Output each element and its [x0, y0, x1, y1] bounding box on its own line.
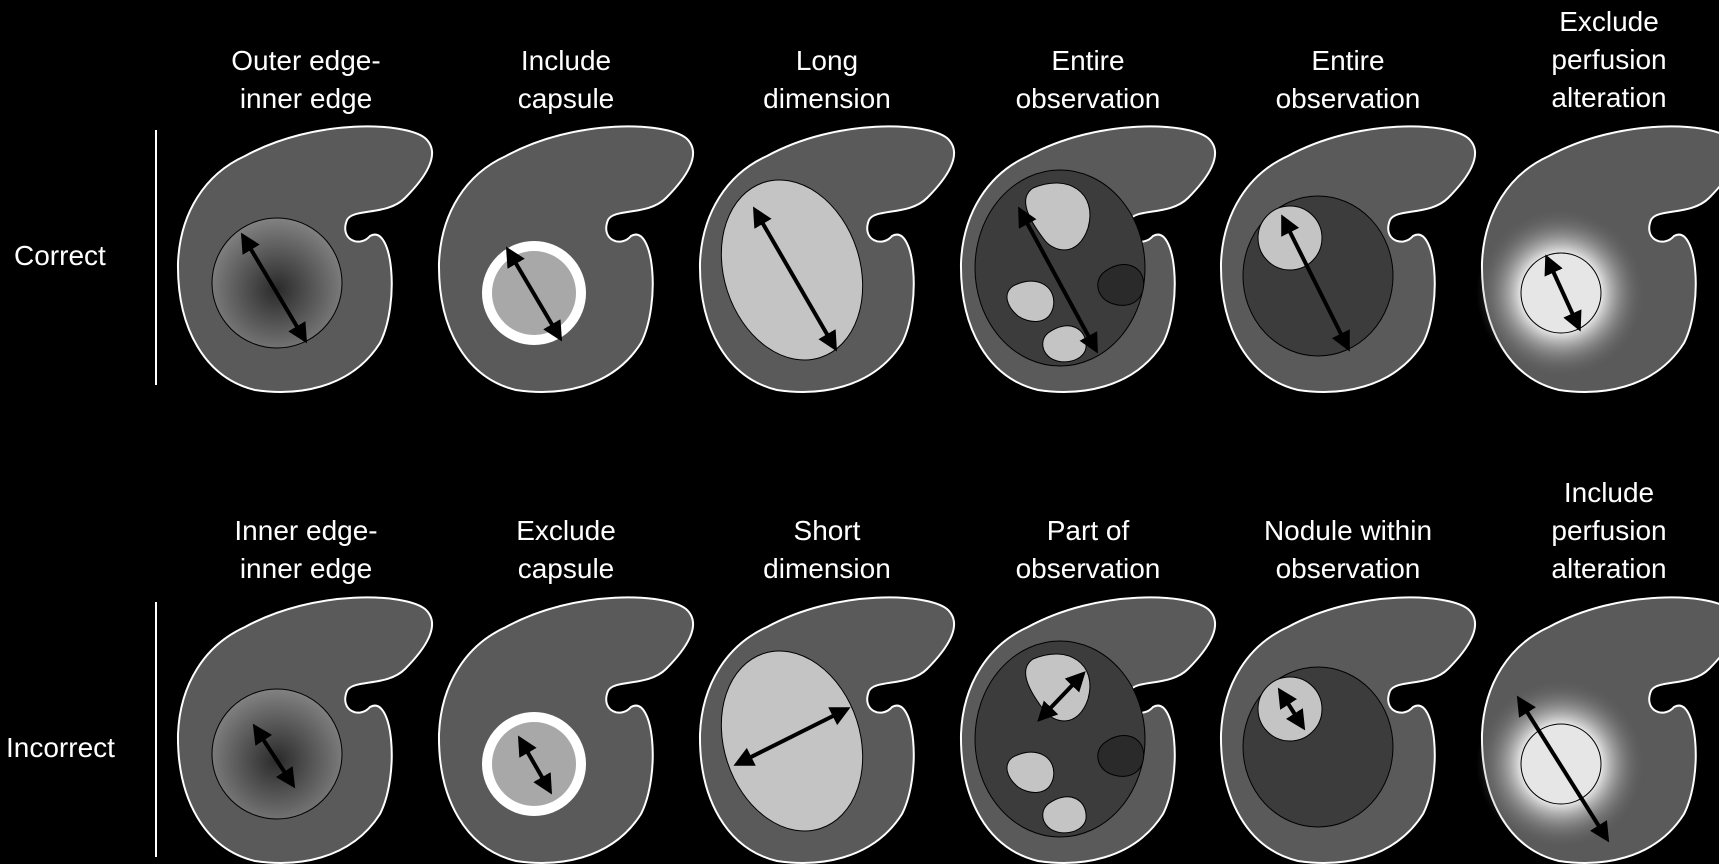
- panel-correct-6: [1479, 128, 1719, 393]
- panel-incorrect-1: [175, 599, 437, 864]
- panel-incorrect-5: [1218, 599, 1480, 864]
- col-label-incorrect-5: Nodule within observation: [1238, 512, 1458, 588]
- panel-correct-4: [958, 128, 1220, 393]
- col-label-incorrect-1: Inner edge- inner edge: [196, 512, 416, 588]
- panel-correct-5: [1218, 128, 1480, 393]
- panel-correct-2: [436, 128, 698, 393]
- panel-correct-1: [175, 128, 437, 393]
- divider-correct: [155, 130, 157, 385]
- col-label-correct-1: Outer edge- inner edge: [196, 42, 416, 118]
- panel-incorrect-4: [958, 599, 1220, 864]
- col-label-correct-5: Entire observation: [1238, 42, 1458, 118]
- panel-incorrect-2: [436, 599, 698, 864]
- col-label-correct-3: Long dimension: [717, 42, 937, 118]
- col-label-incorrect-6: Include perfusion alteration: [1499, 474, 1719, 588]
- col-label-incorrect-4: Part of observation: [978, 512, 1198, 588]
- row-label-incorrect: Incorrect: [6, 732, 115, 764]
- col-label-incorrect-3: Short dimension: [717, 512, 937, 588]
- panel-incorrect-6: [1479, 599, 1719, 864]
- col-label-incorrect-2: Exclude capsule: [456, 512, 676, 588]
- row-label-correct: Correct: [14, 240, 106, 272]
- col-label-correct-6: Exclude perfusion alteration: [1499, 3, 1719, 117]
- panel-correct-3: [697, 128, 959, 393]
- panel-incorrect-3: [697, 599, 959, 864]
- col-label-correct-4: Entire observation: [978, 42, 1198, 118]
- col-label-correct-2: Include capsule: [456, 42, 676, 118]
- divider-incorrect: [155, 602, 157, 857]
